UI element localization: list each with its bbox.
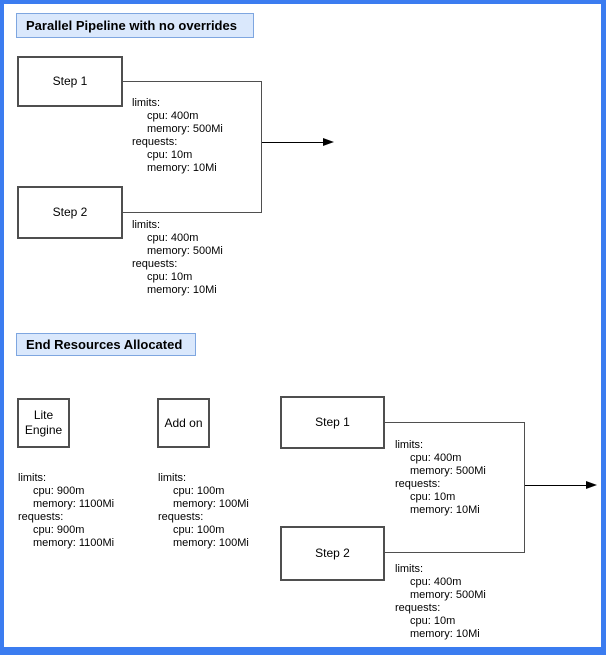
resource-block-step2-end: limits: cpu: 400m memory: 500Mi requests… [395, 563, 486, 641]
arrowhead-icon [323, 138, 334, 146]
section-title-text: End Resources Allocated [26, 337, 183, 352]
section-title-end-resources: End Resources Allocated [16, 333, 196, 356]
node-step2-parallel: Step 2 [17, 186, 123, 239]
section-title-text: Parallel Pipeline with no overrides [26, 18, 237, 33]
resource-line: cpu: 900m [33, 524, 85, 536]
output-arrow-end [525, 481, 597, 489]
resource-line: cpu: 400m [410, 452, 462, 464]
resource-line: memory: 10Mi [147, 284, 217, 296]
resource-line: memory: 10Mi [147, 162, 217, 174]
output-arrow-parallel [262, 138, 334, 146]
node-lite-engine: Lite Engine [17, 398, 70, 448]
resource-line: limits: [395, 563, 424, 575]
resource-line: cpu: 10m [147, 149, 193, 161]
resource-line: requests: [395, 478, 441, 490]
resource-line: memory: 500Mi [147, 123, 223, 135]
resource-line: cpu: 100m [173, 524, 225, 536]
resource-line: limits: [132, 219, 161, 231]
resource-line: requests: [395, 602, 441, 614]
resource-line: memory: 10Mi [410, 628, 480, 640]
resource-line: cpu: 400m [147, 110, 199, 122]
resource-line: memory: 100Mi [173, 537, 249, 549]
resource-line: limits: [395, 439, 424, 451]
node-step2-end: Step 2 [280, 526, 385, 581]
resource-block-add-on: limits: cpu: 100m memory: 100Mi requests… [158, 472, 249, 550]
resource-line: memory: 10Mi [410, 504, 480, 516]
node-label: Step 1 [315, 415, 350, 429]
node-label: Step 2 [315, 546, 350, 560]
resource-block-step2-parallel: limits: cpu: 400m memory: 500Mi requests… [132, 219, 223, 297]
resource-line: memory: 1100Mi [33, 498, 115, 510]
resource-line: requests: [18, 511, 64, 523]
resource-line: requests: [158, 511, 204, 523]
resource-line: memory: 100Mi [173, 498, 249, 510]
arrowhead-icon [586, 481, 597, 489]
node-step1-parallel: Step 1 [17, 56, 123, 107]
resource-line: memory: 1100Mi [33, 537, 115, 549]
node-add-on: Add on [157, 398, 210, 448]
resource-line: cpu: 400m [147, 232, 199, 244]
resource-block-step1-parallel: limits: cpu: 400m memory: 500Mi requests… [132, 97, 223, 175]
merge-connector-parallel [123, 81, 262, 213]
resource-block-lite-engine: limits: cpu: 900m memory: 1100Mi request… [18, 472, 114, 550]
resource-line: memory: 500Mi [147, 245, 223, 257]
resource-line: cpu: 10m [410, 615, 456, 627]
node-step1-end: Step 1 [280, 396, 385, 449]
merge-connector-end [385, 422, 525, 553]
section-title-parallel-pipeline: Parallel Pipeline with no overrides [16, 13, 254, 38]
resource-line: cpu: 900m [33, 485, 85, 497]
resource-line: cpu: 400m [410, 576, 462, 588]
resource-line: memory: 500Mi [410, 589, 486, 601]
resource-line: cpu: 10m [147, 271, 193, 283]
resource-line: limits: [18, 472, 47, 484]
resource-line: limits: [158, 472, 187, 484]
resource-line: requests: [132, 136, 178, 148]
node-label: Engine [24, 423, 63, 437]
resource-line: cpu: 10m [410, 491, 456, 503]
node-label: Step 2 [52, 205, 88, 219]
resource-line: cpu: 100m [173, 485, 225, 497]
resource-line: requests: [132, 258, 178, 270]
resource-line: memory: 500Mi [410, 465, 486, 477]
node-label: Step 1 [52, 74, 88, 88]
node-label: Lite [33, 408, 54, 422]
resource-line: limits: [132, 97, 161, 109]
resource-block-step1-end: limits: cpu: 400m memory: 500Mi requests… [395, 439, 486, 517]
node-label: Add on [164, 415, 203, 430]
